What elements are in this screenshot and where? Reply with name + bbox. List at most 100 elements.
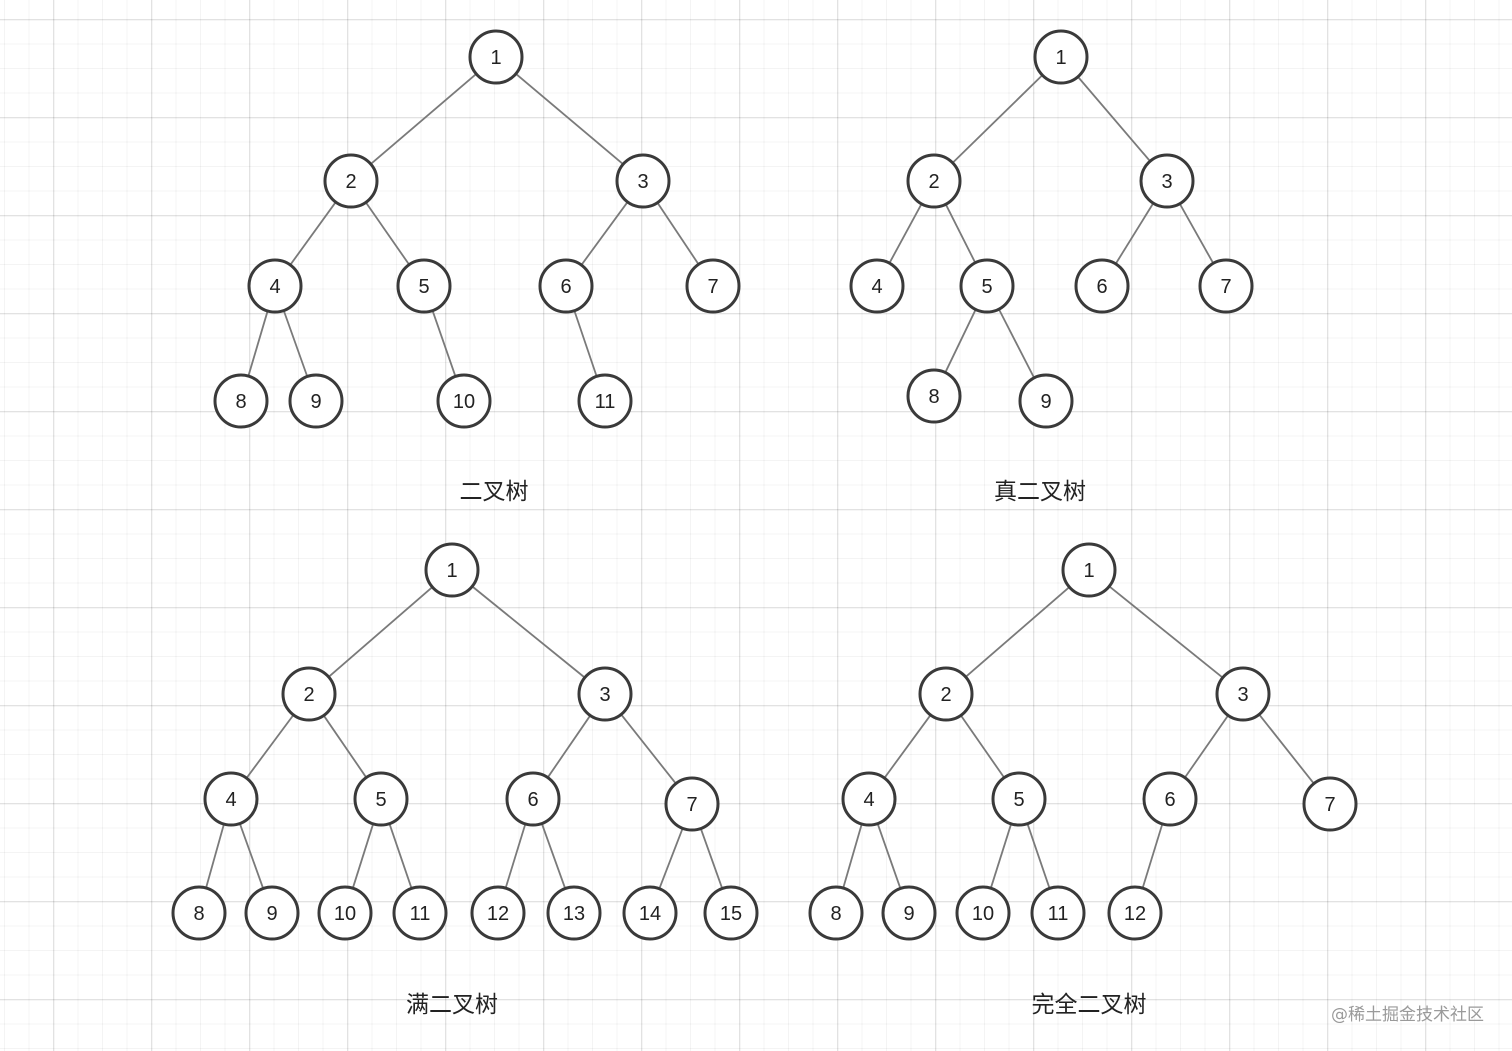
node-label: 2 [940, 684, 951, 706]
node-label: 7 [686, 794, 697, 816]
edge-2-5 [365, 201, 410, 266]
node-label: 3 [1237, 684, 1248, 706]
node-circle [955, 885, 1011, 941]
edge-7-14 [658, 827, 684, 890]
node-circle [1033, 29, 1089, 85]
node-label: 2 [928, 171, 939, 193]
tree-node: 11 [392, 885, 448, 941]
node-label: 3 [599, 684, 610, 706]
edge-3-6 [580, 201, 629, 266]
tree-node: 7 [664, 776, 720, 832]
tree-node: 3 [1215, 666, 1271, 722]
tree-node: 4 [203, 771, 259, 827]
tree-node: 3 [1139, 153, 1195, 209]
node-label: 1 [490, 47, 501, 69]
tree-node: 4 [841, 771, 897, 827]
edge-4-9 [238, 823, 265, 889]
edge-1-3 [471, 585, 586, 679]
tree-node: 11 [577, 373, 633, 429]
node-label: 10 [453, 391, 475, 413]
node-label: 8 [830, 903, 841, 925]
edge-3-6 [1184, 714, 1229, 779]
node-circle [436, 373, 492, 429]
node-circle [881, 885, 937, 941]
node-label: 2 [345, 171, 356, 193]
node-circle [841, 771, 897, 827]
node-label: 8 [928, 386, 939, 408]
edge-2-4 [888, 203, 923, 264]
edge-6-12 [1141, 823, 1164, 889]
edge-3-7 [1258, 713, 1315, 785]
tree-node: 10 [955, 885, 1011, 941]
node-label: 15 [720, 903, 742, 925]
edge-1-2 [965, 586, 1070, 678]
node-circle [664, 776, 720, 832]
node-label: 12 [1124, 903, 1146, 925]
node-label: 9 [1040, 391, 1051, 413]
node-circle [991, 771, 1047, 827]
tree-node: 9 [288, 373, 344, 429]
node-label: 3 [637, 171, 648, 193]
node-label: 6 [1164, 789, 1175, 811]
node-circle [959, 258, 1015, 314]
tree-node: 6 [1142, 771, 1198, 827]
tree-node: 6 [505, 771, 561, 827]
tree-node: 15 [703, 885, 759, 941]
node-label: 6 [527, 789, 538, 811]
edge-5-10 [431, 310, 457, 377]
title-complete-binary-tree: 完全二叉树 [1031, 992, 1147, 1018]
node-circle [906, 153, 962, 209]
node-label: 11 [410, 903, 431, 925]
tree-node: 1 [468, 29, 524, 85]
edge-6-11 [573, 310, 598, 377]
tree-node: 3 [615, 153, 671, 209]
tree-node: 10 [317, 885, 373, 941]
node-circle [353, 771, 409, 827]
edge-4-9 [282, 310, 309, 377]
tree-node: 1 [1033, 29, 1089, 85]
tree-node: 9 [244, 885, 300, 941]
edge-5-10 [351, 823, 375, 889]
edge-1-2 [951, 74, 1044, 164]
tree-node: 7 [685, 258, 741, 314]
node-circle [1139, 153, 1195, 209]
tree-node: 4 [247, 258, 303, 314]
edge-5-11 [1026, 823, 1051, 889]
node-label: 5 [375, 789, 386, 811]
edge-4-8 [205, 823, 225, 889]
node-circle [546, 885, 602, 941]
node-circle [281, 666, 337, 722]
tree-node: 5 [991, 771, 1047, 827]
node-label: 5 [981, 276, 992, 298]
edge-3-7 [620, 713, 677, 785]
node-circle [622, 885, 678, 941]
node-circle [906, 368, 962, 424]
edge-1-3 [1108, 585, 1224, 679]
edge-1-3 [1077, 76, 1151, 162]
edge-4-9 [876, 823, 902, 889]
node-circle [203, 771, 259, 827]
node-label: 13 [563, 903, 585, 925]
edge-1-3 [515, 73, 624, 165]
node-circle [1018, 373, 1074, 429]
node-circle [615, 153, 671, 209]
edge-7-15 [699, 828, 724, 889]
node-circle [424, 542, 480, 598]
node-label: 4 [269, 276, 280, 298]
edge-6-12 [504, 823, 527, 889]
node-label: 7 [1324, 794, 1335, 816]
edge-4-8 [247, 310, 269, 377]
tree-node: 2 [906, 153, 962, 209]
node-label: 14 [639, 903, 661, 925]
tree-node: 1 [424, 542, 480, 598]
node-circle [468, 29, 524, 85]
tree-node: 11 [1030, 885, 1086, 941]
node-label: 11 [1048, 903, 1069, 925]
node-label: 4 [863, 789, 874, 811]
node-circle [470, 885, 526, 941]
node-circle [323, 153, 379, 209]
tree-node: 9 [1018, 373, 1074, 429]
